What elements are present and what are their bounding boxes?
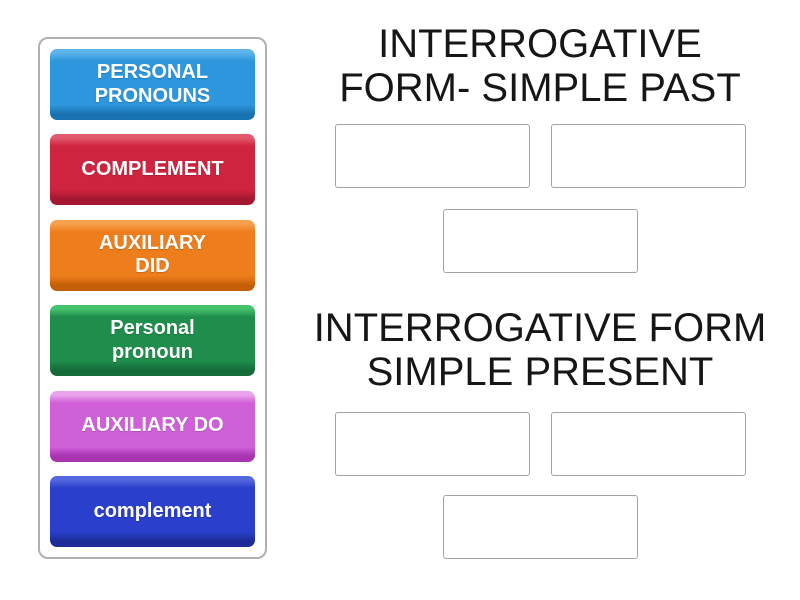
- drop-zone-past-1[interactable]: [334, 124, 530, 188]
- group-title-line: INTERROGATIVE: [378, 22, 702, 66]
- tile-auxiliary-do[interactable]: AUXILIARY DO: [50, 390, 255, 462]
- drop-zone-past-2[interactable]: [550, 124, 746, 188]
- drop-zone-row: [300, 209, 780, 273]
- drop-zone-past-3[interactable]: [442, 209, 638, 273]
- tile-complement-lowercase[interactable]: complement: [50, 475, 255, 547]
- tile-personal-pronoun[interactable]: Personal pronoun: [50, 305, 255, 377]
- tile-label: Personal pronoun: [110, 317, 195, 363]
- tile-label: PERSONAL PRONOUNS: [94, 60, 211, 107]
- tile-personal-pronouns[interactable]: PERSONAL PRONOUNS: [50, 49, 255, 120]
- tile-auxiliary-did[interactable]: AUXILIARY DID: [50, 219, 255, 291]
- group-title-line: FORM- SIMPLE PAST: [339, 66, 741, 110]
- tile-label: COMPLEMENT: [81, 158, 224, 181]
- drop-zone-present-1[interactable]: [334, 412, 530, 476]
- tile-label: complement: [93, 499, 212, 522]
- tile-label: AUXILIARY DO: [81, 414, 224, 437]
- group-title-line: SIMPLE PRESENT: [366, 350, 714, 394]
- drop-zone-present-3[interactable]: [442, 495, 638, 559]
- group-title-simple-past: INTERROGATIVE FORM- SIMPLE PAST: [300, 22, 780, 110]
- groups-column: INTERROGATIVE FORM- SIMPLE PAST INTERROG…: [300, 0, 780, 559]
- drop-zone-row: [300, 412, 780, 476]
- drop-zone-present-2[interactable]: [550, 412, 746, 476]
- tile-complement-uppercase[interactable]: COMPLEMENT: [50, 134, 255, 206]
- group-title-line: INTERROGATIVE FORM: [313, 306, 767, 350]
- tile-label: AUXILIARY DID: [98, 231, 207, 278]
- drop-zone-row: [300, 124, 780, 188]
- drop-zone-row: [300, 495, 780, 559]
- word-bank: PERSONAL PRONOUNS COMPLEMENT AUXILIARY D…: [38, 37, 267, 559]
- group-title-simple-present: INTERROGATIVE FORM SIMPLE PRESENT: [300, 306, 780, 394]
